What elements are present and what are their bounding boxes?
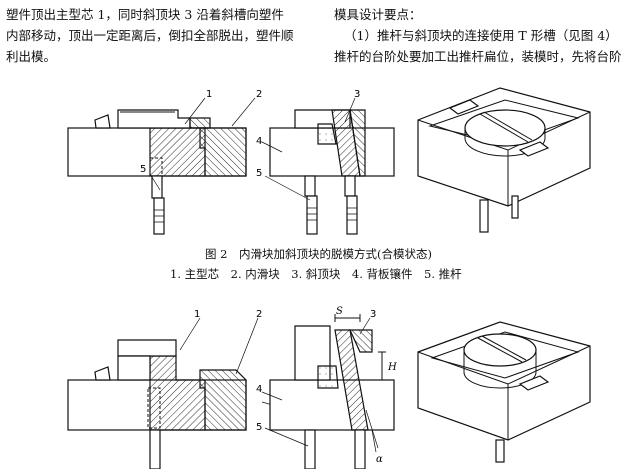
right-paragraph-heading: 模具设计要点： — [334, 7, 422, 22]
fig3-label-alpha: α — [376, 454, 383, 465]
fig3-assembly-b — [261, 314, 395, 469]
fig3-callout-1: 1 — [194, 309, 200, 320]
right-paragraph: 模具设计要点： （1）推杆与斜顶块的连接使用 T 形槽（见图 4） 推杆的台阶处… — [334, 4, 622, 67]
left-paragraph: 塑件顶出主型芯 1，同时斜顶块 3 沿着斜槽向塑件 内部移动，顶出一定距离后，倒… — [6, 4, 294, 67]
fig2-callout-5a: 5 — [140, 164, 146, 175]
right-paragraph-line: 推杆的台阶处要加工出推杆扁位，装模时，先将台阶 — [334, 49, 622, 64]
left-paragraph-line: 利出模。 — [6, 49, 57, 64]
left-paragraph-line: 内部移动，顶出一定距离后，倒扣全部脱出，塑件顺 — [6, 28, 294, 43]
fig2-callout-4: 4 — [256, 136, 262, 147]
fig2-iso-block — [417, 87, 591, 233]
fig3-label-h: H — [387, 362, 397, 373]
fig3-iso-block — [417, 321, 591, 463]
fig3-assembly-a — [67, 317, 291, 469]
fig3-label-s: S — [336, 306, 343, 317]
figure2-legend: 1. 主型芯 2. 内滑块 3. 斜顶块 4. 背板镶件 5. 推杆 — [170, 267, 462, 281]
fig3-callout-3: 3 — [370, 309, 376, 320]
figure2-caption: 图 2 内滑块加斜顶块的脱模方式(合模状态) — [205, 247, 432, 261]
fig3-callout-2: 2 — [256, 309, 262, 320]
fig2-assembly-a — [67, 97, 256, 235]
fig2-callout-1: 1 — [206, 89, 212, 100]
fig2-callout-2: 2 — [256, 89, 262, 100]
left-paragraph-line: 塑件顶出主型芯 1，同时斜顶块 3 沿着斜槽向塑件 — [6, 7, 284, 22]
fig2-callout-3: 3 — [354, 89, 360, 100]
fig2-callout-5b: 5 — [256, 168, 262, 179]
fig2-assembly-b — [261, 97, 395, 235]
fig3-callout-5: 5 — [256, 422, 262, 433]
right-paragraph-line: （1）推杆与斜顶块的连接使用 T 形槽（见图 4） — [344, 28, 618, 43]
fig3-callout-4: 4 — [256, 384, 262, 395]
